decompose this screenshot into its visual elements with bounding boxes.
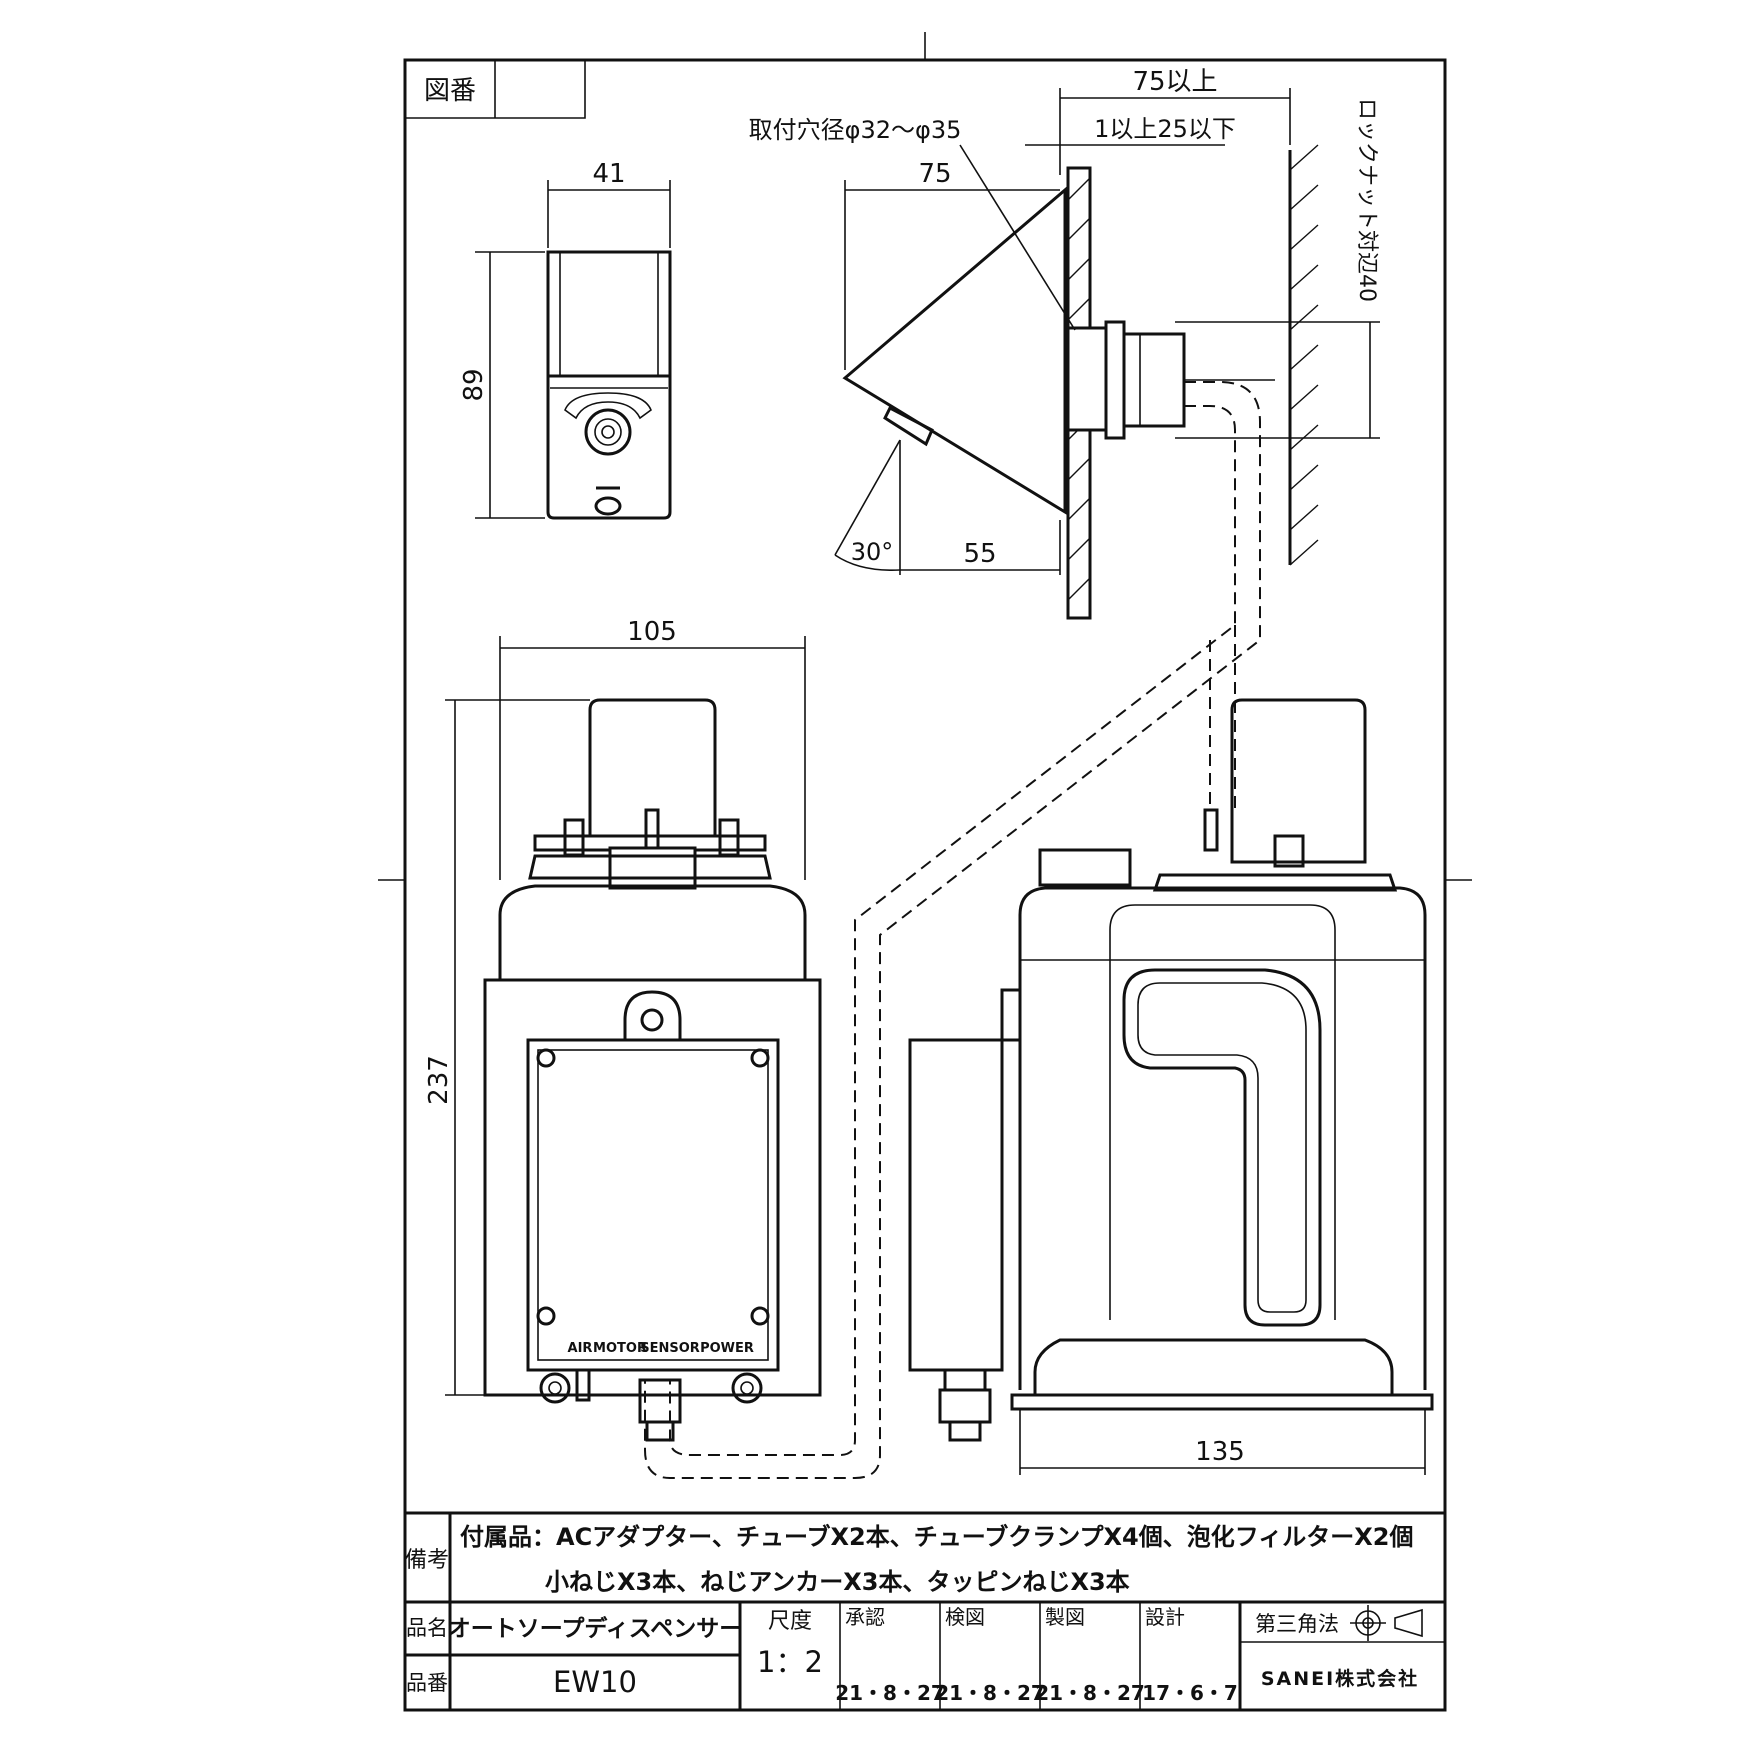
drawing-label: 製図: [1045, 1605, 1085, 1629]
dim-75: 75: [918, 159, 951, 189]
tube-path: [644, 381, 1261, 1479]
dim-hole-diameter: 取付穴径φ32～φ35: [749, 116, 962, 144]
connector-label-motor: MOTOR: [593, 1341, 647, 1356]
sensor-eye: [584, 408, 632, 456]
check-date: 21・8・27: [935, 1681, 1045, 1705]
wall-hatch: [1289, 144, 1319, 566]
design-label: 設計: [1145, 1605, 1185, 1629]
dim-41: 41: [592, 159, 625, 189]
scale-value: 1：2: [757, 1645, 823, 1679]
spout-front-view: 41 89: [459, 159, 672, 520]
accessories-line-1: 付属品：ACアダプター、チューブX2本、チューブクランプX4個、泡化フィルターX…: [460, 1523, 1413, 1551]
connector-label-sensor: SENSOR: [640, 1341, 700, 1356]
third-angle-projection-icon: [1350, 1605, 1423, 1641]
accessories-line-2: 小ねじX3本、ねじアンカーX3本、タッピンねじX3本: [545, 1568, 1130, 1596]
product-name-label: 品名: [406, 1616, 448, 1640]
product-name: オートソープディスペンサー: [448, 1615, 742, 1642]
unit-side-view: 135: [908, 698, 1434, 1475]
check-label: 検図: [945, 1605, 985, 1629]
connector-label-power: POWER: [700, 1341, 754, 1356]
drawing-number-box: 図番: [405, 60, 586, 119]
approval-date: 21・8・27: [835, 1681, 945, 1705]
dim-89: 89: [459, 368, 489, 401]
dim-55: 55: [963, 539, 996, 569]
drawing-date: 21・8・27: [1035, 1681, 1145, 1705]
dim-75-min: 75以上: [1132, 67, 1217, 97]
company-name: SANEI株式会社: [1261, 1667, 1419, 1690]
dim-wall-thickness: 1以上25以下: [1094, 115, 1236, 143]
connector-label-air: AIR: [568, 1341, 593, 1356]
remarks-label: 備考: [405, 1548, 449, 1573]
scale-label: 尺度: [768, 1609, 812, 1634]
approval-label: 承認: [845, 1605, 885, 1629]
dim-locknut: ロックナット対辺40: [1354, 98, 1379, 302]
drawing-number-label: 図番: [424, 76, 476, 106]
remarks-block: 備考 付属品：ACアダプター、チューブX2本、チューブクランプX4個、泡化フィル…: [405, 1511, 1445, 1710]
title-block: 品名 オートソープディスペンサー 品番 EW10 尺度 1：2 承認 21・8・…: [405, 1600, 1445, 1710]
product-no-label: 品番: [406, 1671, 448, 1695]
counter-hatch: [1067, 177, 1091, 601]
dim-105: 105: [627, 617, 677, 647]
product-no: EW10: [553, 1665, 637, 1699]
dim-30-degrees: 30°: [851, 538, 894, 566]
dim-237: 237: [424, 1055, 454, 1105]
dim-135: 135: [1195, 1437, 1245, 1467]
spout-side-view: 75以上 1以上25以下 75 取付穴径φ32～φ35 ロックナット対辺40 5…: [749, 67, 1380, 620]
design-date: 17・6・7: [1142, 1681, 1238, 1705]
projection-label: 第三角法: [1255, 1612, 1339, 1636]
unit-front-view: AIR MOTOR SENSOR POWER 105 237: [424, 617, 822, 1442]
